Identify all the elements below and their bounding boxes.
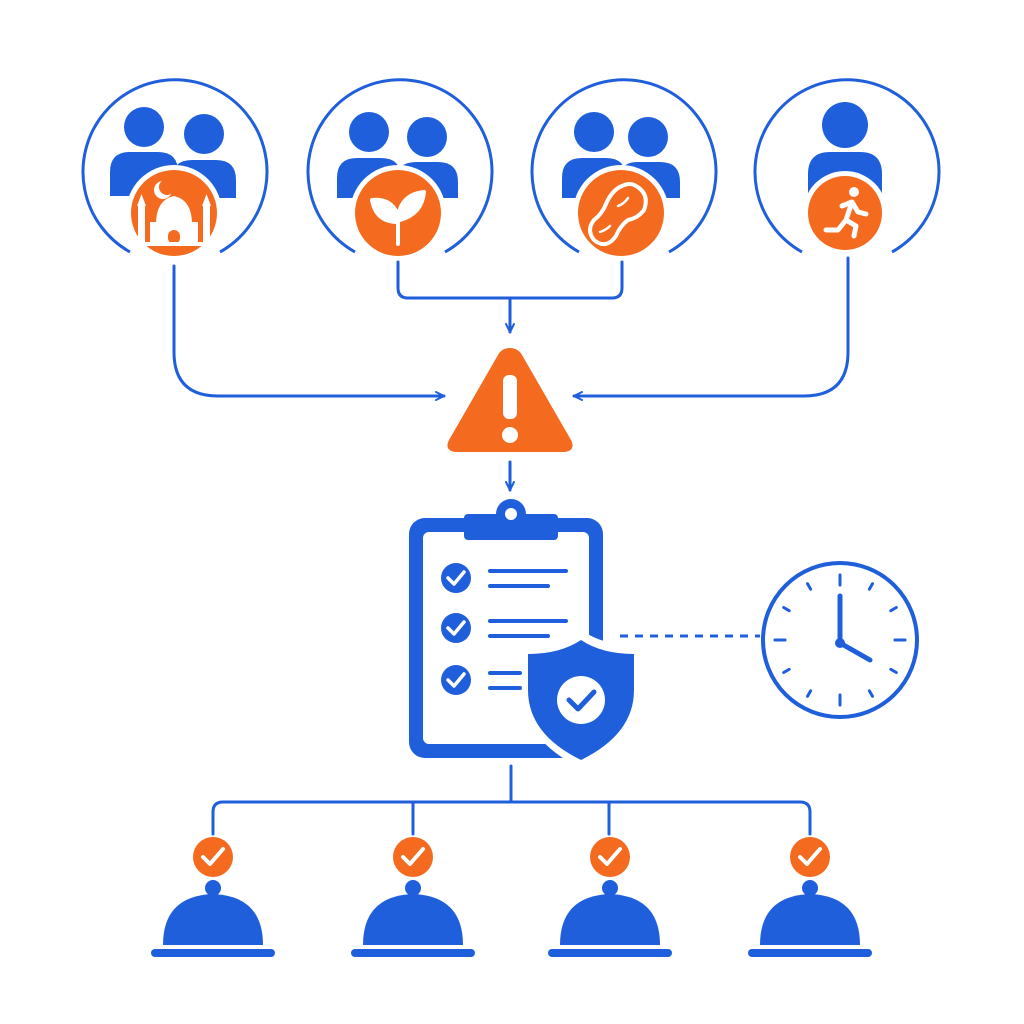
running-person-icon: [823, 187, 869, 239]
serving-cloche-icon: [748, 880, 872, 957]
group-ring: [306, 78, 494, 254]
group-vegan: [306, 78, 494, 261]
clock-icon: [761, 561, 919, 719]
group-activity: [753, 78, 941, 255]
serving-cloche-icon: [548, 880, 672, 957]
connector-left: [172, 264, 446, 401]
check-icon: [590, 837, 630, 877]
group-allergy: [530, 78, 718, 261]
connector-right: [572, 256, 850, 401]
checklist-item: [441, 613, 568, 643]
warning-icon: [447, 348, 573, 452]
leaf-icon: [370, 190, 426, 246]
check-icon: [790, 837, 830, 877]
output-meal-2: [351, 837, 475, 957]
output-meal-4: [748, 837, 872, 957]
distribution-connectors: [211, 764, 812, 836]
shield-check-icon: [522, 630, 640, 768]
badge-background: [808, 176, 882, 250]
clock-hand-minute: [837, 640, 873, 663]
connectors-to-alert: [172, 256, 850, 401]
output-meal-1: [151, 837, 275, 957]
output-meal-3: [548, 837, 672, 957]
peanut-icon: [588, 182, 648, 247]
connector-middle: [396, 260, 624, 300]
group-ring: [81, 78, 269, 254]
group-ring: [530, 78, 718, 254]
check-icon: [193, 837, 233, 877]
checklist-item: [441, 665, 522, 695]
serving-cloche-icon: [351, 880, 475, 957]
checklist-item: [441, 563, 568, 593]
group-religious: [81, 78, 269, 261]
check-icon: [393, 837, 433, 877]
badge-background: [578, 170, 664, 256]
group-ring: [753, 78, 941, 254]
mosque-icon: [134, 179, 214, 246]
serving-cloche-icon: [151, 880, 275, 957]
